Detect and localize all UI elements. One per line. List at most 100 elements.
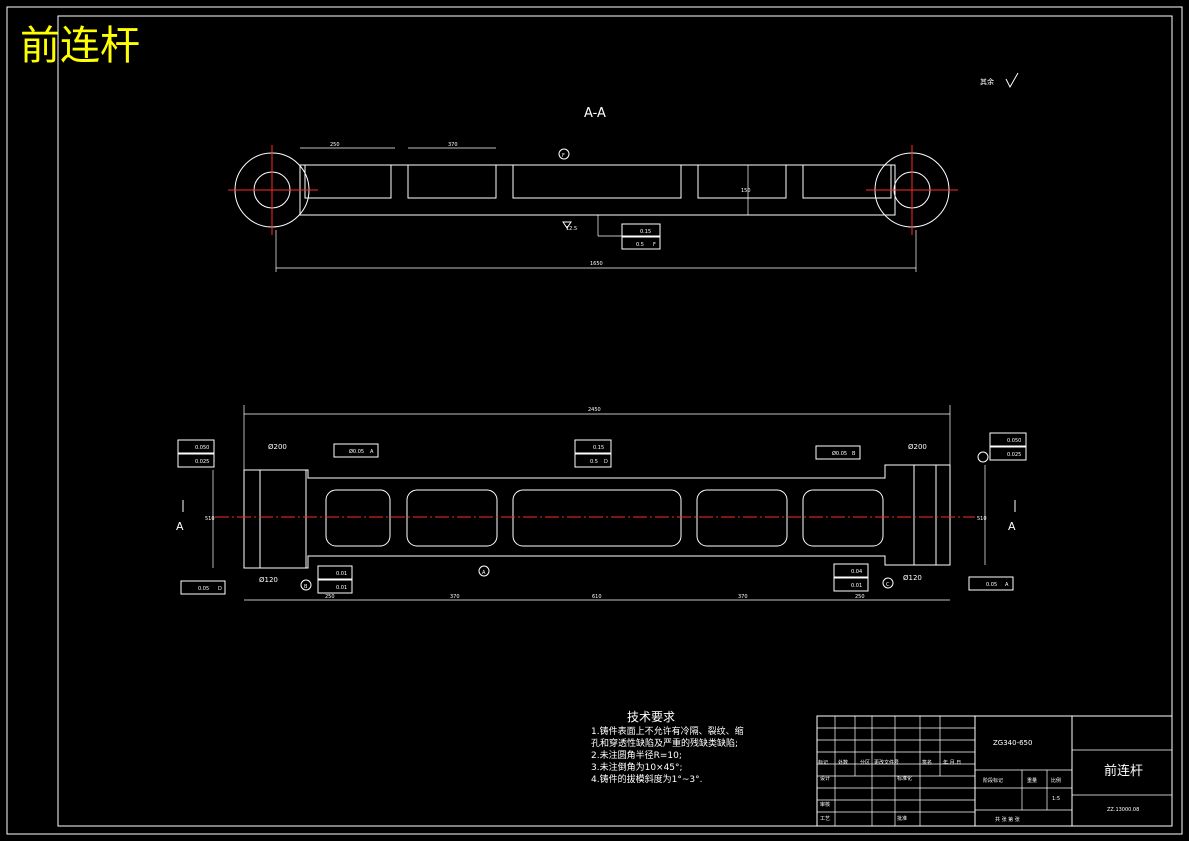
inner-frame xyxy=(57,15,1173,827)
title-block-frame xyxy=(816,715,1173,827)
sec-datum: F xyxy=(562,153,565,159)
plan-bot-2: 370 xyxy=(450,594,460,600)
datum-1: A xyxy=(482,570,486,576)
tb-sheets: 共 张 第 张 xyxy=(995,816,1020,823)
tol-right-top-2 xyxy=(989,446,1027,461)
datum-a-icon xyxy=(300,579,312,591)
plan-bot-4: 370 xyxy=(738,594,748,600)
plan-height-right: 510 xyxy=(977,516,987,522)
plan-pocket-1 xyxy=(325,489,391,547)
roughness-note: 其余 xyxy=(980,77,994,86)
plan-pocket-5 xyxy=(802,489,884,547)
tb-standard: 标准化 xyxy=(897,775,912,782)
tol-right-perp xyxy=(968,576,1014,591)
section-label: A-A xyxy=(584,106,606,121)
tol-rt-2: 0.025 xyxy=(1007,452,1021,458)
roughness-symbol-icon xyxy=(1005,72,1019,89)
tol-rp-2: B xyxy=(852,451,856,457)
tol-lt-1: 0.050 xyxy=(195,445,209,451)
tech-title: 技术要求 xyxy=(627,710,675,724)
tol-lt-2: 0.025 xyxy=(195,459,209,465)
tb-part-name: 前连杆 xyxy=(1104,763,1143,779)
tol-right-pos xyxy=(815,445,861,460)
tb-approve: 批准 xyxy=(897,815,907,822)
tb-review: 审核 xyxy=(820,801,830,808)
tol-lperp-2: D xyxy=(218,586,222,592)
tb-mark: 标记 xyxy=(818,759,828,766)
tb-drawing-no: ZZ.13000.08 xyxy=(1107,807,1139,813)
tb-weight: 重量 xyxy=(1027,777,1037,784)
tol-rc-1: 0.04 xyxy=(851,569,862,575)
header-title: 前连杆 xyxy=(20,23,140,69)
section-pocket-4 xyxy=(802,164,892,199)
tol-right-top-1 xyxy=(989,432,1027,447)
datum-d-icon xyxy=(977,451,989,463)
tol-left-perp xyxy=(180,580,226,595)
tol-frame-2 xyxy=(621,236,661,250)
plan-bot-1: 250 xyxy=(325,594,335,600)
fit-left: Ø120 xyxy=(259,576,278,584)
tol-rperp-1: 0.05 xyxy=(986,582,997,588)
tech-item-3: 2.未注圆角半径R=10; xyxy=(591,749,682,761)
datum-c-icon xyxy=(882,577,894,589)
sec-tol-3: F xyxy=(653,242,656,248)
plan-pocket-2 xyxy=(406,489,498,547)
sec-tol-2: 0.5 xyxy=(636,242,644,248)
plan-dim-2450: 2450 xyxy=(588,407,601,413)
tol-left-top-1 xyxy=(177,439,215,454)
tol-lperp-1: 0.05 xyxy=(198,586,209,592)
tb-date: 年.月.日 xyxy=(943,759,961,766)
plan-height-left: 510 xyxy=(205,516,215,522)
roughness-mark-icon xyxy=(562,221,572,229)
tb-stage: 阶段标记 xyxy=(983,777,1003,784)
sec-roughness: 12.5 xyxy=(566,226,577,232)
tol-frame-1 xyxy=(621,223,661,237)
datum-b-icon xyxy=(478,565,490,577)
tech-requirements: 技术要求 1.铸件表面上不允许有冷隔、裂纹、缩 孔和穿透性缺陷及严重的残缺类缺陷… xyxy=(591,710,744,785)
tb-design: 设计 xyxy=(820,775,830,782)
section-pocket-2 xyxy=(512,164,682,199)
tol-right-circ-2 xyxy=(833,577,869,592)
tb-zone: 分区 xyxy=(860,759,870,766)
tol-left-circ-1 xyxy=(317,565,353,580)
tol-mt-1: 0.15 xyxy=(593,445,604,451)
plan-body xyxy=(243,464,951,569)
tol-lp-2: A xyxy=(370,449,374,455)
tol-rperp-2: A xyxy=(1005,582,1009,588)
datum-3: C xyxy=(886,582,890,588)
plan-pocket-4 xyxy=(696,489,788,547)
plan-bot-3: 610 xyxy=(592,594,602,600)
plan-left-bore xyxy=(259,469,307,569)
title-block: 标记 处数 分区 更改文件号 签名 年.月.日 设计 标准化 审核 工艺 批准 … xyxy=(816,715,1173,827)
tol-mid-2 xyxy=(574,453,612,468)
tol-rp-1: Ø0.05 xyxy=(832,450,847,457)
tol-lp-1: Ø0.05 xyxy=(349,448,364,455)
plan-view: 2450 A A 510 510 Ø200 Ø200 250 370 610 3… xyxy=(176,405,1027,601)
fit-right: Ø120 xyxy=(903,574,922,582)
section-view: 250 370 1650 150 F 12.5 0.15 0.5 F xyxy=(228,142,958,272)
tb-count: 处数 xyxy=(838,759,848,766)
tb-scale: 1:5 xyxy=(1052,796,1060,802)
tol-lc-2: 0.01 xyxy=(336,585,347,591)
section-pocket-1 xyxy=(407,164,497,199)
section-pocket-3 xyxy=(697,164,787,199)
tb-sign: 签名 xyxy=(922,759,932,766)
left-bore-label: Ø200 xyxy=(268,443,287,451)
tol-left-top-2 xyxy=(177,453,215,468)
section-body xyxy=(299,164,896,216)
tol-mt-3: D xyxy=(604,459,608,465)
sec-dim-150: 150 xyxy=(741,188,751,194)
tol-rc-2: 0.01 xyxy=(851,583,862,589)
tech-item-2: 孔和穿透性缺陷及严重的残缺类缺陷; xyxy=(591,737,738,749)
tol-left-pos xyxy=(333,443,379,458)
tol-right-circ-1 xyxy=(833,563,869,578)
tech-item-1: 1.铸件表面上不允许有冷隔、裂纹、缩 xyxy=(591,725,744,737)
tol-lc-1: 0.01 xyxy=(336,571,347,577)
tol-left-circ-2 xyxy=(317,579,353,594)
tech-item-4: 3.未注倒角为10×45°; xyxy=(591,761,683,773)
tol-mid-1 xyxy=(574,439,612,454)
tol-rt-1: 0.050 xyxy=(1007,438,1021,444)
cut-mark-right: A xyxy=(1008,520,1016,533)
